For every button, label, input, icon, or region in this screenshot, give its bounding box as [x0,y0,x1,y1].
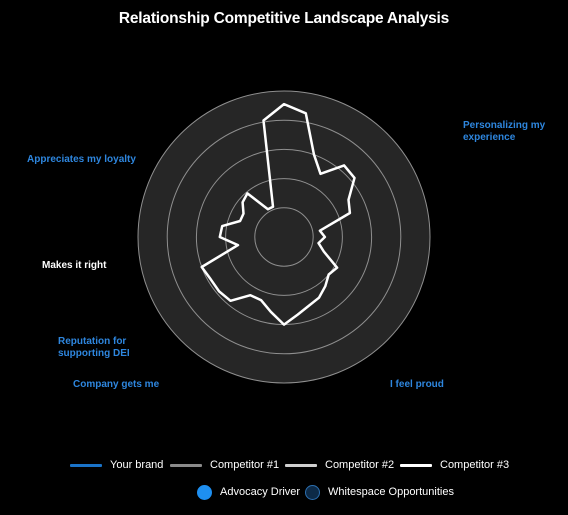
radar-background [138,91,430,383]
advocacy-dot-icon [197,484,212,500]
grid-ring [225,178,343,296]
legend-swatch [70,463,102,467]
legend-label: Advocacy Driver [220,486,301,498]
legend-label: Competitor #2 [325,459,395,471]
chart-title: Relationship Competitive Landscape Analy… [118,10,450,27]
axis-label-loyalty: Appreciates my loyalty [27,154,136,165]
legend-label: Competitor #1 [210,459,280,471]
legend-lines: Your brand Competitor #1 Competitor #2 C… [0,457,568,473]
axis-label-gets-me: Company gets me [73,379,160,390]
axis-label-personalizing: Personalizing my experience [463,120,546,143]
legend-item-competitor-3: Competitor #3 [400,457,509,473]
legend-item-your-brand: Your brand [70,457,163,473]
legend-label: Whitespace Opportunities [328,486,454,498]
legend-item-competitor-2: Competitor #2 [285,457,394,473]
grid-ring [137,90,431,384]
whitespace-dot-icon [305,484,320,500]
legend-item-competitor-1: Competitor #1 [170,457,279,473]
grid-ring [254,207,314,267]
series-line-competitor-3 [200,102,356,326]
legend-dots: Advocacy Driver Whitespace Opportunities [0,484,568,500]
axis-label-makes-right: Makes it right [42,260,107,271]
axis-label-proud: I feel proud [390,379,444,390]
legend-swatch [400,463,432,467]
legend-item-whitespace: Whitespace Opportunities [305,484,454,500]
legend-label: Competitor #3 [440,459,510,471]
legend-label: Your brand [110,459,164,471]
legend-swatch [170,463,202,467]
legend-swatch [285,463,317,467]
grid-ring [166,119,402,355]
legend-item-advocacy-driver: Advocacy Driver [197,484,300,500]
axis-label-dei: Reputation for supporting DEI [58,336,130,359]
